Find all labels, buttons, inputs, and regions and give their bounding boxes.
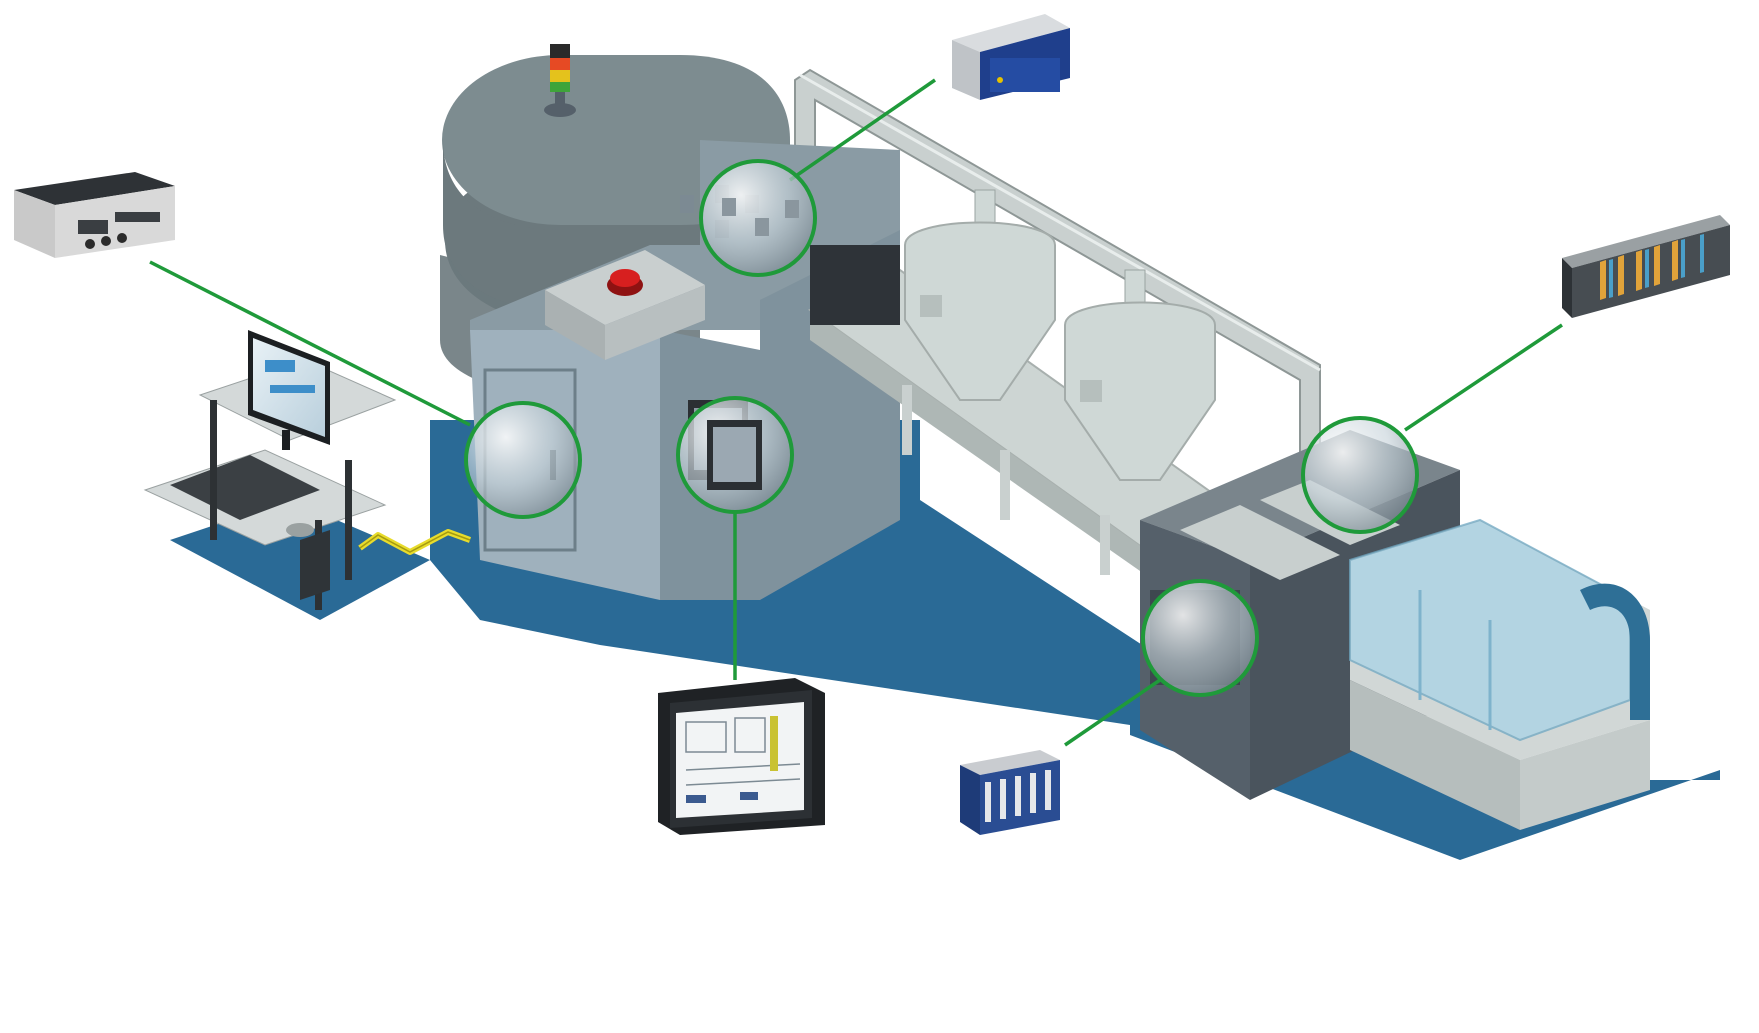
panel-pc-display-icon[interactable] (658, 678, 825, 835)
lens-remote-io[interactable] (699, 159, 817, 277)
callout-lines (149, 78, 1563, 747)
hopper-2 (1064, 269, 1216, 481)
remote-io-enclosure-icon[interactable] (952, 14, 1070, 100)
operator-workstation (143, 330, 397, 610)
hopper-1 (904, 189, 1056, 401)
compact-io-module-icon[interactable] (960, 750, 1060, 835)
lens-workstation-link[interactable] (464, 401, 582, 519)
lens-panel-pc[interactable] (676, 396, 794, 514)
lens-io-rack[interactable] (1301, 416, 1419, 534)
modular-io-rack-icon[interactable] (1562, 215, 1730, 318)
embedded-box-pc-icon[interactable] (14, 172, 175, 258)
lens-compact-io[interactable] (1141, 579, 1259, 697)
glass-tunnel (1349, 518, 1650, 830)
stack-light (544, 44, 576, 117)
stop-button-box (545, 250, 705, 360)
